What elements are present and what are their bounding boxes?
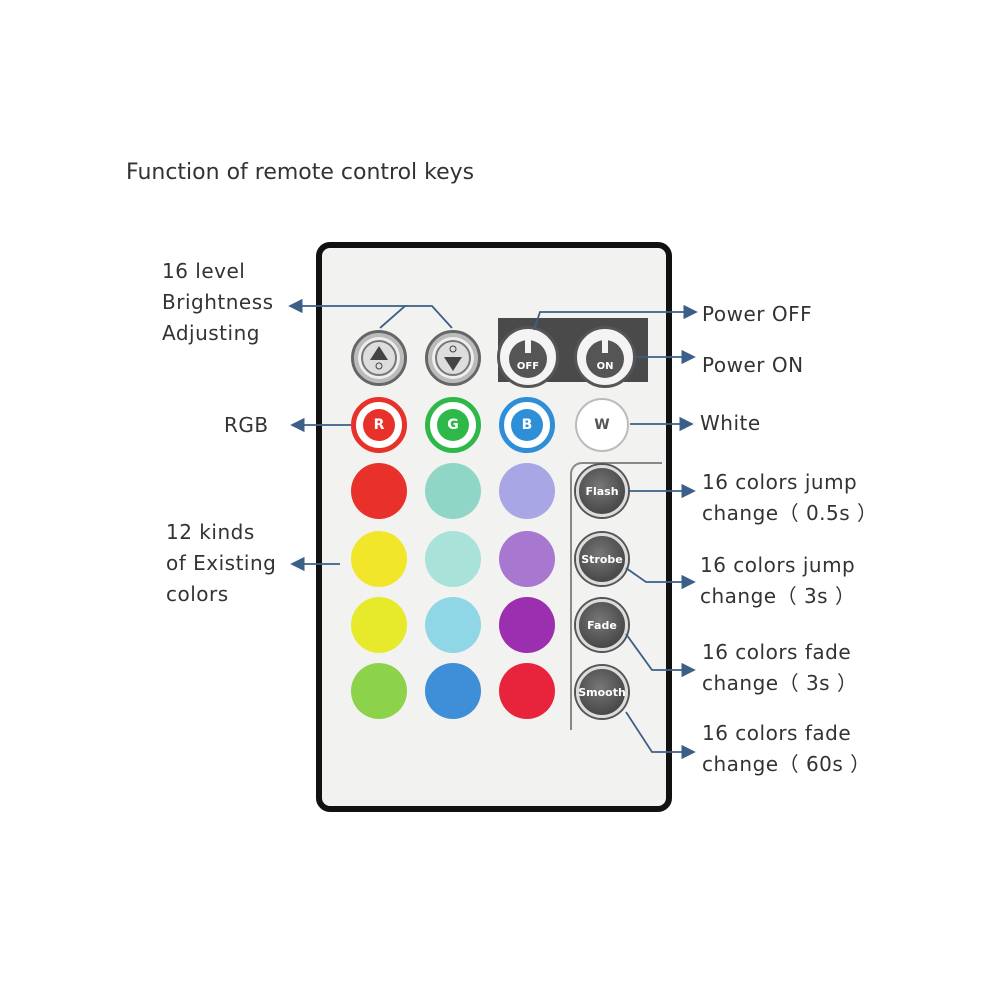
color-button-blue[interactable] bbox=[425, 663, 481, 719]
arrow-fade bbox=[625, 633, 696, 678]
brightness-up-icon bbox=[361, 340, 397, 376]
power-on-label: Power ON bbox=[702, 353, 804, 377]
red-button[interactable]: R bbox=[351, 397, 407, 453]
green-button[interactable]: G bbox=[425, 397, 481, 453]
color-button-mint[interactable] bbox=[425, 463, 481, 519]
power-off-icon bbox=[509, 335, 547, 378]
strobe-button[interactable]: Strobe bbox=[576, 533, 628, 585]
power-on-button[interactable]: ON bbox=[574, 326, 636, 388]
white-button[interactable]: W bbox=[575, 398, 629, 452]
color-button-yellow[interactable] bbox=[351, 531, 407, 587]
color-button-light-purple[interactable] bbox=[499, 531, 555, 587]
brightness-down-icon bbox=[435, 340, 471, 376]
mode-panel-border bbox=[570, 462, 662, 730]
rgb-label: RGB bbox=[224, 413, 269, 437]
arrow-brightness bbox=[288, 298, 408, 329]
color-button-green[interactable] bbox=[351, 663, 407, 719]
power-off-button[interactable]: OFF bbox=[497, 326, 559, 388]
arrow-brightness-2 bbox=[405, 305, 453, 329]
color-button-sky[interactable] bbox=[425, 597, 481, 653]
arrow-smooth bbox=[625, 711, 696, 760]
smooth-description: 16 colors fade change（ 60s ） bbox=[702, 721, 871, 776]
color-button-lemon[interactable] bbox=[351, 597, 407, 653]
flash-button[interactable]: Flash bbox=[576, 465, 628, 517]
fade-button[interactable]: Fade bbox=[576, 599, 628, 651]
color-button-purple[interactable] bbox=[499, 597, 555, 653]
arrow-power-off bbox=[533, 304, 698, 331]
color-button-crimson[interactable] bbox=[499, 663, 555, 719]
flash-description: 16 colors jump change（ 0.5s ） bbox=[702, 470, 878, 525]
white-label: White bbox=[700, 411, 761, 435]
power-on-text: ON bbox=[596, 361, 614, 372]
blue-button-inner: B bbox=[511, 409, 543, 441]
color-button-pale-mint[interactable] bbox=[425, 531, 481, 587]
strobe-description: 16 colors jump change（ 3s ） bbox=[700, 553, 856, 608]
fade-description: 16 colors fade change（ 3s ） bbox=[702, 640, 858, 695]
power-off-text: OFF bbox=[516, 361, 540, 372]
arrow-strobe bbox=[625, 567, 696, 590]
smooth-button[interactable]: Smooth bbox=[576, 666, 628, 718]
red-button-inner: R bbox=[363, 409, 395, 441]
color-button-red[interactable] bbox=[351, 463, 407, 519]
page-title: Function of remote control keys bbox=[126, 160, 475, 185]
blue-button[interactable]: B bbox=[499, 397, 555, 453]
power-off-label: Power OFF bbox=[702, 302, 813, 326]
power-on-icon bbox=[586, 335, 624, 378]
color-button-lavender[interactable] bbox=[499, 463, 555, 519]
brightness-label: 16 level Brightness Adjusting bbox=[162, 259, 274, 345]
existing-colors-label: 12 kinds of Existing colors bbox=[166, 520, 277, 606]
brightness-up-button[interactable] bbox=[351, 330, 407, 386]
green-button-inner: G bbox=[437, 409, 469, 441]
brightness-down-button[interactable] bbox=[425, 330, 481, 386]
